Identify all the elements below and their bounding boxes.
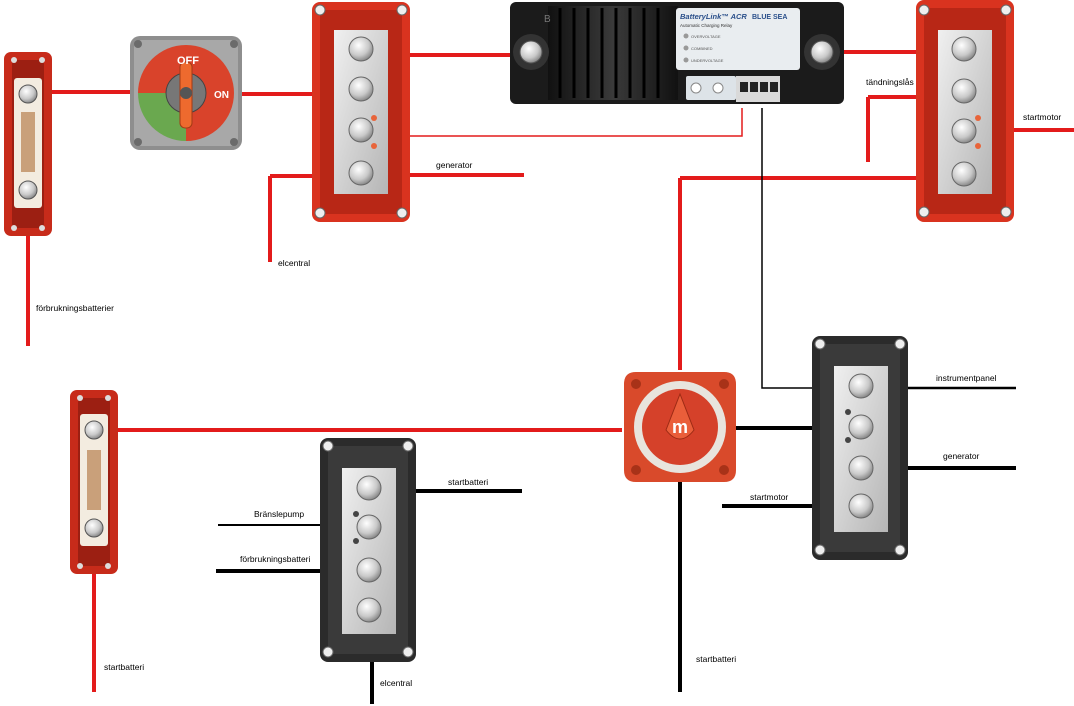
label-startbatteri-right: startbatteri [696,654,737,664]
acr-logo: BLUE SEA [752,14,787,21]
acr-status-combined: COMBINED [691,46,713,51]
label-forbrukningsbatterier: förbrukningsbatterier [36,303,114,313]
acr-status-overvoltage: OVERVOLTAGE [691,34,721,39]
acr-subtitle: Automatic Charging Relay [680,23,733,28]
fuse-top-left [4,52,52,236]
acr-status-undervoltage: UNDERVOLTAGE [691,58,724,63]
switch-on-label: ON [214,90,229,101]
switch-off-label: OFF [177,55,199,67]
label-tandningslas: tändningslås [866,77,914,87]
wires-negative [216,108,1016,704]
acr-terminal-b: B [544,14,551,25]
busbar-red-top [312,2,410,222]
label-generator-bottom: generator [943,451,980,461]
busbar-black-right [812,336,908,560]
busbar-black-bottom [320,438,416,662]
label-startbatteri-left: startbatteri [104,662,145,672]
battery-switch-rotary[interactable]: m [624,372,736,482]
label-generator-top: generator [436,160,473,170]
fuse-icon [14,78,42,208]
wires-positive [26,50,1074,692]
label-instrumentpanel: instrumentpanel [936,373,997,383]
fuse-bottom-left [70,390,118,574]
label-forbrukningsbatteri: förbrukningsbatteri [240,554,311,564]
label-elcentral-bottom: elcentral [380,678,413,688]
wire-acr-sense [408,108,743,137]
busbar-red-top-right [916,0,1014,222]
battery-switch-on-off[interactable] [130,36,242,150]
label-startbatteri-mid: startbatteri [448,477,489,487]
label-startmotor-top: startmotor [1023,112,1062,122]
svg-text:m: m [672,417,688,437]
acr-title: BatteryLink™ ACR [680,12,747,21]
label-branslepump: Bränslepump [254,509,305,519]
acr-status-leds [683,33,689,63]
battery-link-acr [510,2,844,104]
label-elcentral-top: elcentral [278,258,311,268]
label-startmotor-bottom: startmotor [750,492,789,502]
terminal-bolt-icon [519,40,543,64]
